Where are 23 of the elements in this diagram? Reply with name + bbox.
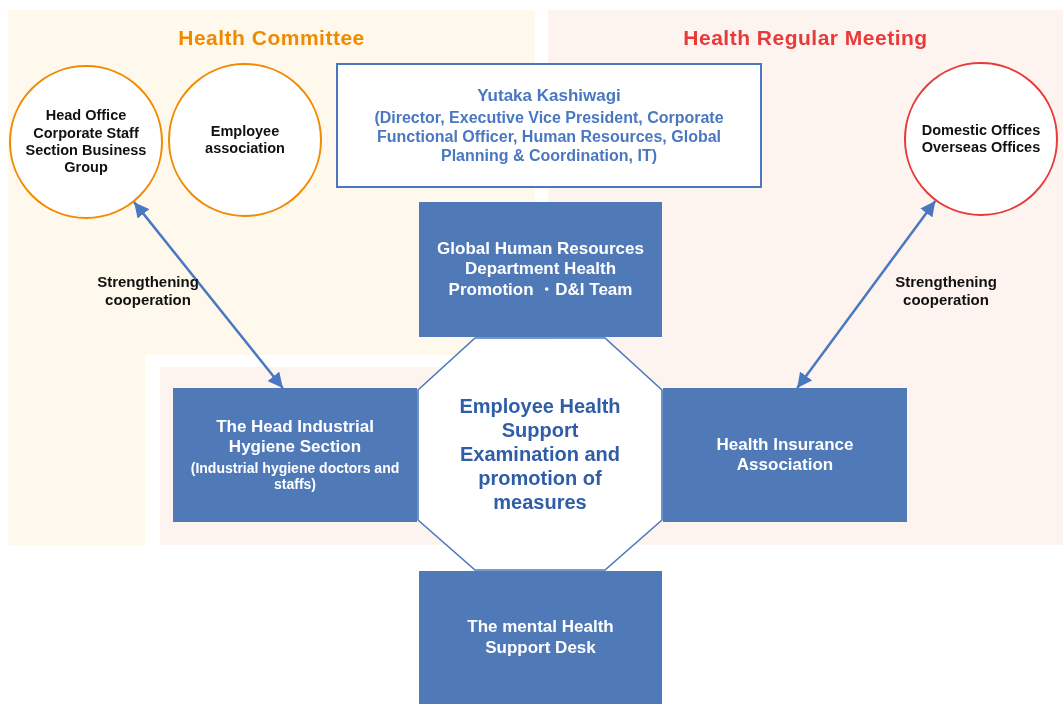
arrow (796, 200, 937, 389)
node-subtitle: (Director, Executive Vice President, Corporate Functional Officer, Human Resources, Global Planning & Coordination, IT) (373, 107, 725, 166)
unit-box (663, 388, 907, 522)
node-title: Head Office Corporate Staff Section Business Group (24, 107, 148, 177)
panel-heading: Health Regular Meeting (682, 26, 929, 50)
edge-label: Strengthening cooperation (894, 273, 998, 309)
node-title: Employee association (204, 122, 286, 158)
node-subtitle: (Industrial hygiene doctors and staffs) (189, 459, 401, 494)
node-title: Domestic Offices Overseas Offices (920, 121, 1042, 157)
node-title: Yutaka Kashiwagi (477, 85, 621, 106)
node-title: Health Insurance Association (715, 434, 855, 476)
arrow (133, 201, 284, 389)
unit-box (419, 571, 662, 704)
edge-label: Strengthening cooperation (96, 273, 200, 309)
person-box (336, 63, 762, 188)
unit-box (419, 202, 662, 337)
panel-heading: Health Committee (177, 26, 366, 50)
node-title: Employee Health Support Examination and promotion of measures (458, 394, 622, 514)
node-title: Global Human Resources Department Health Promotion ・D&I Team (436, 238, 645, 301)
unit-box (173, 388, 417, 522)
center-octagon (417, 337, 663, 571)
node-title: The Head Industrial Hygiene Section (215, 416, 375, 458)
node-title: The mental Health Support Desk (466, 617, 615, 658)
